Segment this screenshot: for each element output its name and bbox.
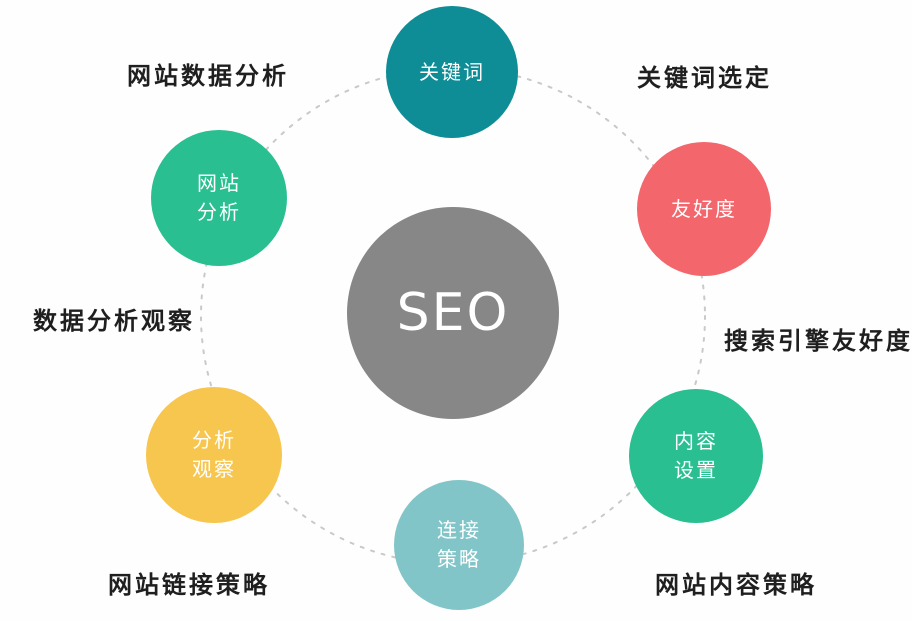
label-keyword-selection: 关键词选定 xyxy=(637,64,772,92)
node-link-strategy: 连接 策略 xyxy=(394,480,524,610)
label-site-content-strategy: 网站内容策略 xyxy=(655,571,817,599)
node-keywords-label: 关键词 xyxy=(419,59,485,84)
node-analysis-observation: 分析 观察 xyxy=(146,387,282,523)
node-site-analysis: 网站 分析 xyxy=(151,130,287,266)
node-friendliness: 友好度 xyxy=(637,142,771,276)
label-search-engine-friendliness: 搜索引擎友好度 xyxy=(724,327,912,355)
node-content-settings-label: 内容 设置 xyxy=(674,429,718,482)
node-content-settings: 内容 设置 xyxy=(629,389,763,523)
node-site-analysis-label: 网站 分析 xyxy=(197,171,241,224)
center-node-seo: SEO xyxy=(347,207,559,419)
label-site-data-analysis: 网站数据分析 xyxy=(127,62,289,90)
node-link-strategy-label: 连接 策略 xyxy=(437,518,481,571)
node-keywords: 关键词 xyxy=(386,6,518,138)
label-site-link-strategy: 网站链接策略 xyxy=(108,571,270,599)
center-label: SEO xyxy=(396,283,510,343)
node-friendliness-label: 友好度 xyxy=(671,196,737,221)
node-analysis-observation-label: 分析 观察 xyxy=(192,428,236,481)
label-data-analysis-observation: 数据分析观察 xyxy=(33,307,195,335)
